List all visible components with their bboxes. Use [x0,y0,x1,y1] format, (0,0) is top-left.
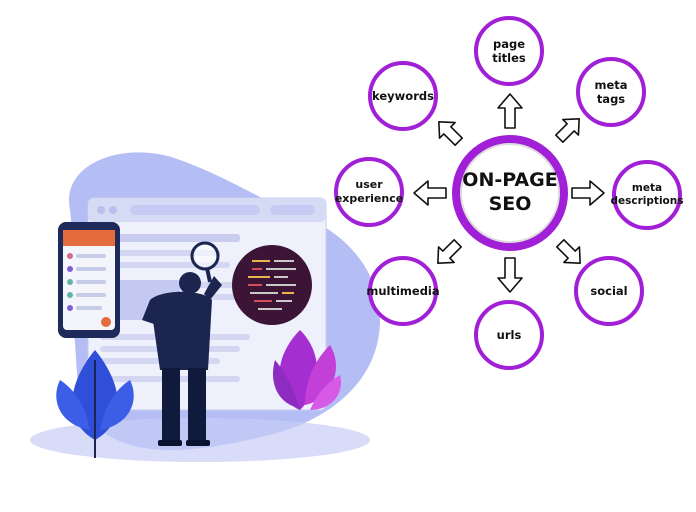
node-social: social [574,256,644,326]
node-urls: urls [474,300,544,370]
man-with-magnifier [142,241,222,446]
arrow-up-right [555,118,580,143]
purple-plant [272,330,341,410]
node-multimedia: multimedia [366,256,440,326]
node-user-experience: user experience [334,157,404,227]
arrow-up-left [438,121,463,146]
node-meta-descriptions: meta descriptions [611,160,683,230]
node-keywords: keywords [368,61,438,131]
arrow-right [571,180,605,206]
arrow-down-left [437,239,462,264]
arrow-down [497,257,523,293]
center-node: ON-PAGE SEO [452,135,568,251]
phone [58,222,120,338]
arrow-left [413,180,447,206]
arrow-up [497,93,523,129]
node-meta-tags: meta tags [576,57,646,127]
code-circle [232,245,312,325]
blue-plant [56,350,134,458]
arrow-down-right [556,239,581,264]
node-page-titles: page titles [474,16,544,86]
